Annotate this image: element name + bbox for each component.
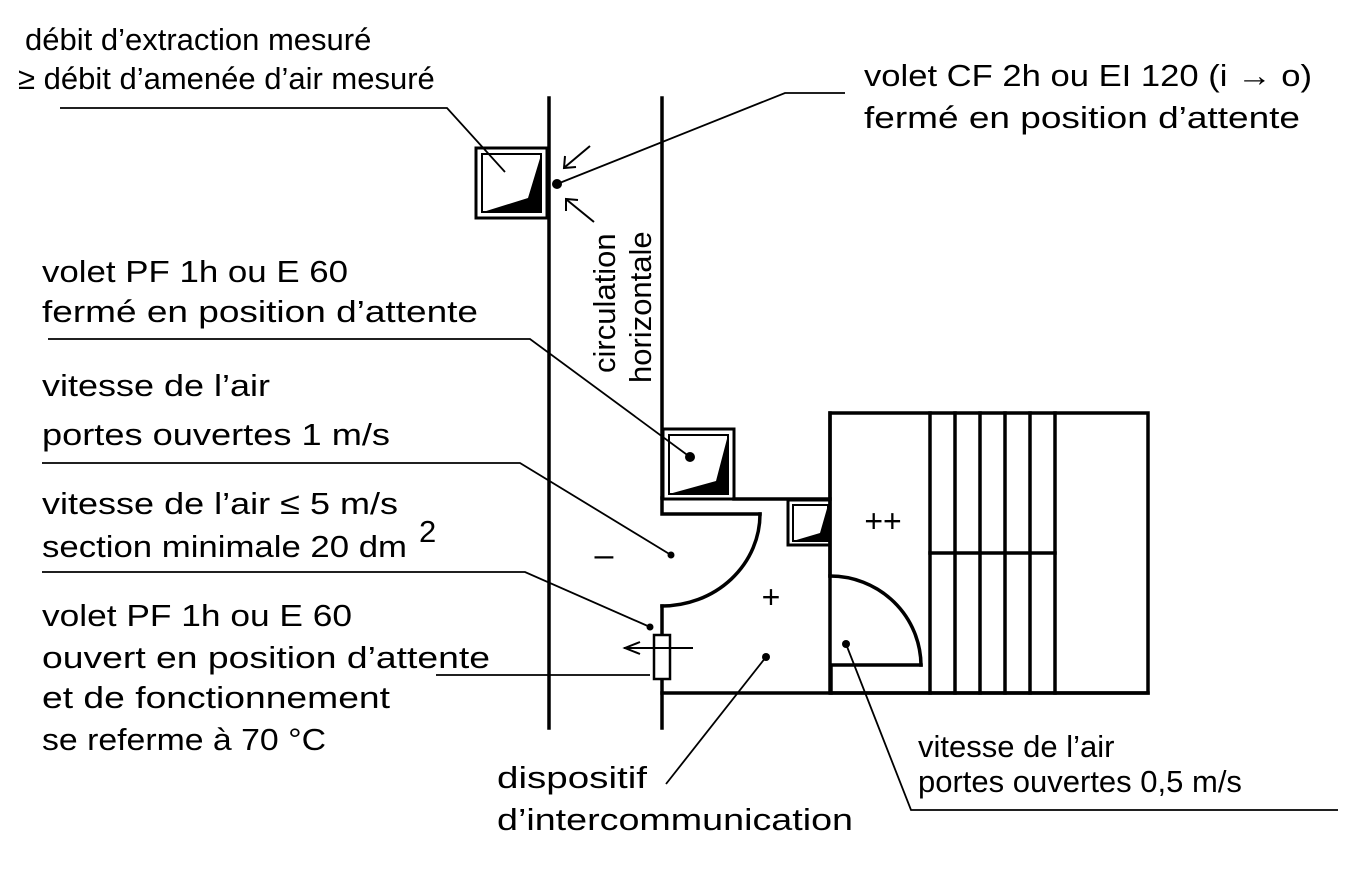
- stair-damper-icon: [786, 498, 832, 547]
- airflow-arrow-icon: [565, 197, 595, 223]
- label-line: d’intercommunication: [497, 802, 853, 837]
- lobby-top-wall: [660, 496, 762, 516]
- label-dispositif: dispositif d’intercommunication: [497, 760, 853, 837]
- label-line: fermé en position d’attente: [42, 294, 478, 329]
- leader-vitesse-5: [42, 571, 651, 628]
- leader-dot: [667, 551, 675, 559]
- door-swing-left: [660, 512, 762, 608]
- label-line: section minimale 20 dm: [42, 529, 407, 564]
- label-circulation: circulation horizontale: [587, 231, 658, 383]
- label-line: portes ouvertes 0,5 m/s: [918, 764, 1242, 799]
- leader-dot: [762, 653, 770, 661]
- label-line: horizontale: [623, 231, 658, 383]
- label-line: volet PF 1h ou E 60: [42, 254, 348, 289]
- pressure-plusplus-symbol: ++: [864, 503, 901, 539]
- label-line: fermé en position d’attente: [864, 100, 1300, 135]
- label-volet-pf-ouvert: volet PF 1h ou E 60 ouvert en position d…: [42, 598, 490, 757]
- stair-door-jamb: [829, 663, 923, 695]
- label-volet-pf-ferme: volet PF 1h ou E 60 fermé en position d’…: [42, 254, 478, 329]
- label-line: se referme à 70 °C: [42, 722, 326, 757]
- door-swing-stair: [828, 574, 923, 667]
- stair-enclosure: [828, 411, 1150, 695]
- label-line: vitesse de l’air: [42, 368, 270, 403]
- leader-dispositif: [665, 656, 767, 785]
- label-vitesse-5: vitesse de l’air ≤ 5 m/s section minimal…: [42, 486, 436, 564]
- label-line: ≥ débit d’amenée d’air mesuré: [18, 61, 435, 96]
- label-line: circulation: [587, 233, 622, 373]
- label-line: vitesse de l’air ≤ 5 m/s: [42, 486, 398, 521]
- label-vitesse-05: vitesse de l’air portes ouvertes 0,5 m/s: [918, 729, 1242, 799]
- label-vitesse-1: vitesse de l’air portes ouvertes 1 m/s: [42, 368, 390, 452]
- label-line: ouvert en position d’attente: [42, 640, 490, 675]
- extraction-damper-icon: [474, 146, 549, 220]
- label-extraction: débit d’extraction mesuré ≥ débit d’amen…: [18, 22, 435, 96]
- label-line: portes ouvertes 1 m/s: [42, 417, 390, 452]
- leader-extraction: [60, 107, 506, 173]
- label-line: dispositif: [497, 760, 647, 795]
- label-line: débit d’extraction mesuré: [25, 22, 371, 57]
- label-line: vitesse de l’air: [918, 729, 1114, 764]
- airflow-arrow-icon: [562, 145, 591, 170]
- leader-vitesse-1: [42, 462, 672, 556]
- label-line: volet PF 1h ou E 60: [42, 598, 352, 633]
- leader-volet-pf-ferme: [48, 338, 691, 458]
- transfer-damper-icon: [622, 633, 693, 681]
- pressure-minus-symbol: –: [595, 536, 614, 574]
- leader-dot: [842, 640, 850, 648]
- label-volet-cf: volet CF 2h ou EI 120 (i → o) fermé en p…: [864, 58, 1312, 135]
- superscript: 2: [419, 514, 436, 549]
- label-line: volet CF 2h ou EI 120 (i → o): [864, 58, 1312, 93]
- label-line: et de fonctionnement: [42, 680, 390, 715]
- leader-dot: [685, 452, 695, 462]
- leader-volet-cf: [556, 92, 845, 185]
- pressure-plus-symbol: +: [762, 579, 781, 615]
- leader-dot: [646, 623, 654, 631]
- stair-treads: [928, 411, 1057, 695]
- leader-vitesse-05: [845, 643, 1338, 811]
- volet-pf-closed-damper-icon: [661, 427, 736, 501]
